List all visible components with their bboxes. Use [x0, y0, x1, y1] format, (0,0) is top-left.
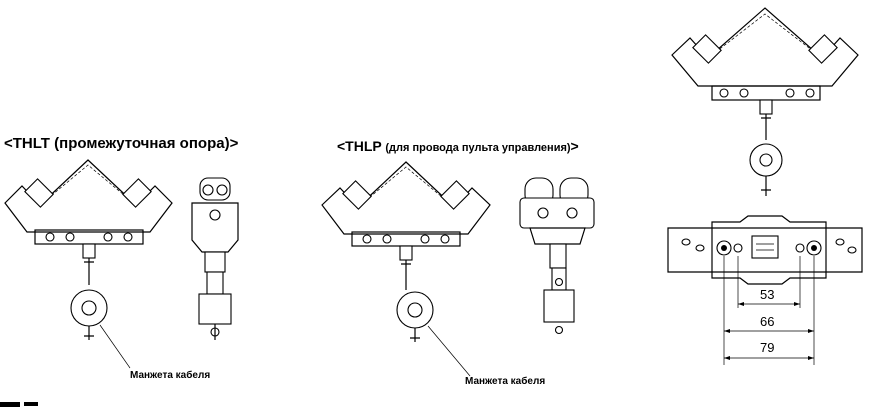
footer-mark-small [24, 402, 38, 406]
cable-clamp-caption-thlp: Манжета кабеля [465, 376, 546, 387]
thlp-side-view [519, 177, 595, 335]
rail-plate-view [667, 215, 863, 365]
thlp-title-close: > [570, 138, 579, 154]
thlt-side-view [191, 177, 239, 340]
thlp-title-main: <THLP [337, 138, 386, 154]
dimension-79: 79 [760, 340, 775, 355]
top-assembly-view [671, 7, 859, 196]
footer-mark [0, 402, 20, 407]
dimension-53: 53 [760, 287, 775, 302]
thlp-title: <THLP (для провода пульта управления)> [337, 138, 579, 154]
thlt-title: <THLT (промежуточная опора)> [4, 135, 239, 152]
cable-clamp-caption-thlt: Манжета кабеля [130, 370, 211, 381]
thlt-front-view [4, 159, 173, 369]
thlp-front-view [321, 161, 491, 377]
dimension-66: 66 [760, 314, 775, 329]
thlp-title-subtitle: (для провода пульта управления) [385, 142, 571, 154]
